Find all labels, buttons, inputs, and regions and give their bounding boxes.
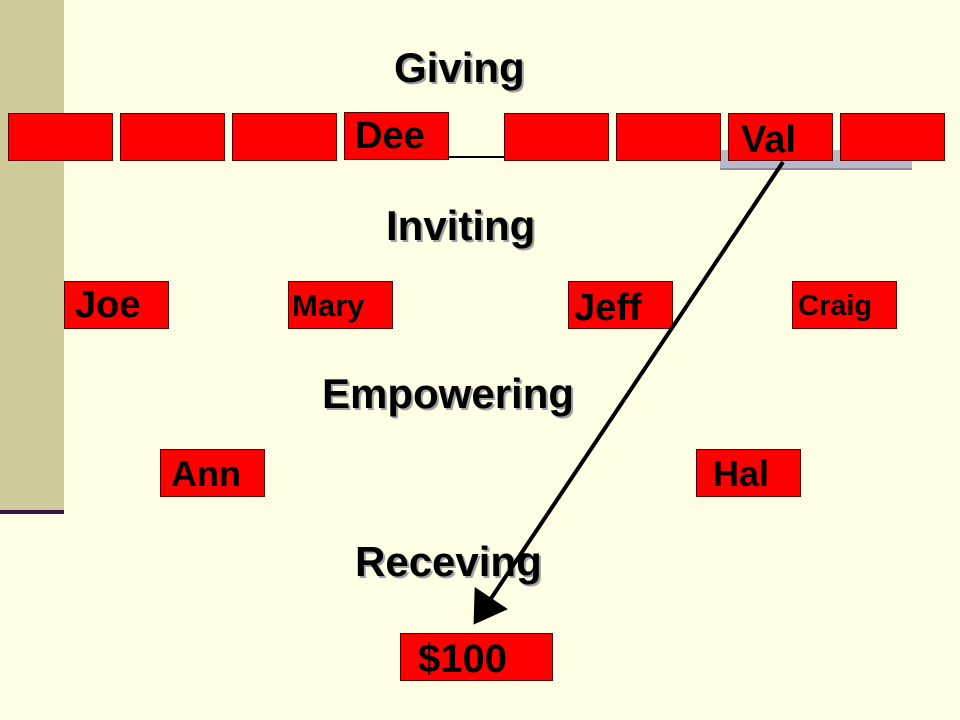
empowering-box-hal: Hal [696, 449, 801, 497]
giving-box-dee: Dee [344, 112, 449, 160]
inviting-box-jeff-label: Jeff [574, 287, 642, 329]
giving-box-2 [120, 113, 225, 161]
inviting-box-joe-label: Joe [75, 284, 141, 326]
giving-connector-line [449, 156, 505, 158]
giving-box-3 [232, 113, 337, 161]
empowering-box-ann: Ann [160, 449, 265, 497]
receiving-box: $100 [400, 633, 553, 681]
inviting-box-joe: Joe [64, 281, 169, 329]
empowering-box-hal-label: Hal [713, 453, 770, 494]
heading-receiving: Receving [355, 538, 542, 585]
receiving-box-label: $100 [418, 637, 507, 681]
giving-box-8 [840, 113, 945, 161]
giving-box-6 [616, 113, 721, 161]
inviting-box-mary: Mary [288, 281, 393, 329]
heading-empowering: Empowering [322, 370, 575, 417]
inviting-box-jeff: Jeff [568, 281, 673, 329]
sidebar-underline [0, 510, 64, 514]
giving-box-dee-label: Dee [355, 115, 425, 157]
heading-giving: Giving [394, 44, 525, 91]
giving-box-5 [504, 113, 609, 161]
left-sidebar-decoration [0, 0, 64, 510]
giving-box-val-label: Val [741, 119, 796, 161]
empowering-box-ann-label: Ann [171, 453, 241, 494]
giving-box-val: Val [728, 113, 833, 161]
inviting-box-mary-label: Mary [292, 288, 365, 323]
inviting-box-craig-label: Craig [798, 290, 873, 322]
inviting-box-craig: Craig [792, 281, 897, 329]
heading-inviting: Inviting [386, 202, 536, 249]
giving-box-1 [8, 113, 113, 161]
